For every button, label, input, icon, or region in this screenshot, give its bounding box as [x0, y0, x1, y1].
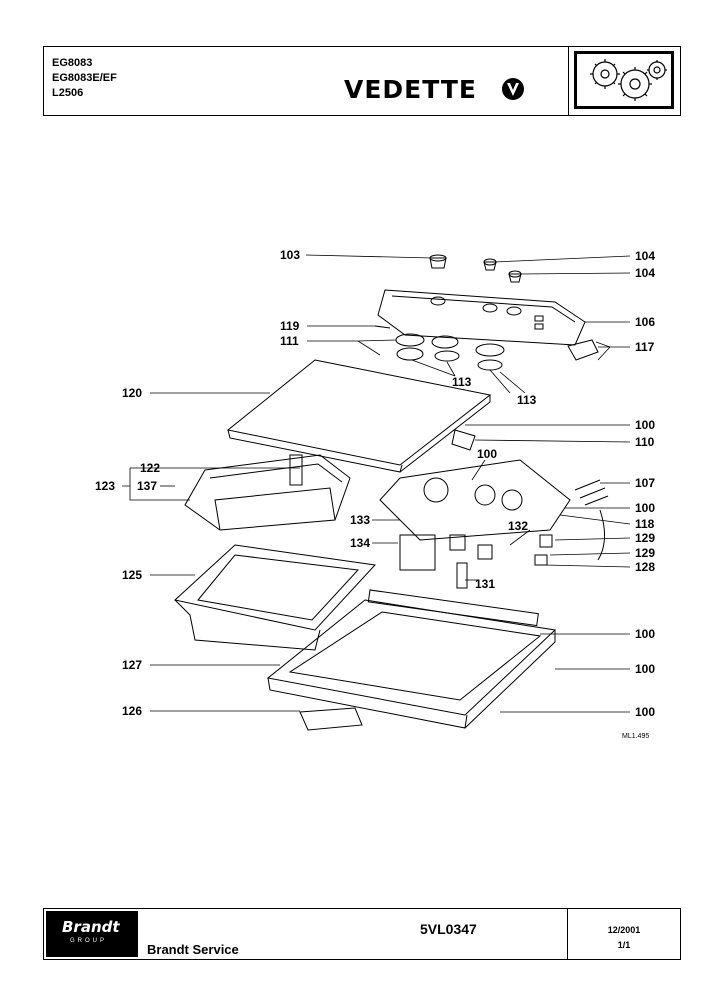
callout-100: 100: [635, 418, 655, 432]
callout-133: 133: [350, 513, 370, 527]
callout-119: 119: [280, 319, 300, 333]
callout-104: 104: [635, 249, 655, 263]
diagram-code: ML1.495: [622, 733, 649, 740]
callout-107: 107: [635, 476, 655, 490]
service-label: Brandt Service: [147, 942, 239, 957]
callout-132: 132: [508, 519, 528, 533]
brandt-logo-subtext: GROUP: [70, 938, 108, 944]
callout-100: 100: [477, 447, 497, 461]
callout-110: 110: [635, 435, 655, 449]
callout-100: 100: [635, 627, 655, 641]
footer-box: Brandt GROUP Brandt Service 5VL0347 12/2…: [43, 908, 681, 960]
callout-117: 117: [635, 340, 655, 354]
vedette-v-logo-icon: [502, 78, 524, 100]
gears-icon: [590, 59, 667, 101]
model-number: L2506: [52, 87, 84, 99]
callout-118: 118: [635, 517, 655, 531]
callout-126: 126: [122, 704, 142, 718]
model-number: EG8083: [52, 57, 93, 69]
callout-128: 128: [635, 560, 655, 574]
callout-104: 104: [635, 266, 655, 280]
callout-125: 125: [122, 568, 142, 582]
gear-illustration-box: [568, 47, 680, 115]
document-date: 12/2001: [607, 925, 641, 935]
callout-103: 103: [280, 248, 300, 262]
callout-113: 113: [452, 375, 472, 389]
callout-137: 137: [137, 479, 157, 493]
date-page-box: 12/2001 1/1: [567, 909, 680, 959]
callout-123: 123: [95, 479, 115, 493]
callout-111: 111: [280, 334, 299, 348]
callout-113: 113: [517, 393, 537, 407]
callout-134: 134: [350, 536, 370, 550]
callout-129: 129: [635, 531, 655, 545]
callout-129: 129: [635, 546, 655, 560]
page-number: 1/1: [617, 940, 631, 950]
brand-name: VEDETTE: [344, 75, 478, 104]
callout-106: 106: [635, 315, 655, 329]
brandt-logo: Brandt GROUP: [46, 911, 138, 957]
callout-122: 122: [140, 461, 160, 475]
model-list: EG8083 EG8083E/EF L2506: [52, 56, 117, 101]
callout-131: 131: [475, 577, 495, 591]
header-box: EG8083 EG8083E/EF L2506 VEDETTE: [43, 46, 681, 116]
callout-100: 100: [635, 662, 655, 676]
brandt-logo-text: Brandt: [62, 918, 120, 936]
callout-127: 127: [122, 658, 142, 672]
callout-100: 100: [635, 705, 655, 719]
callout-120: 120: [122, 386, 142, 400]
model-number: EG8083E/EF: [52, 72, 117, 84]
callout-100: 100: [635, 501, 655, 515]
document-reference: 5VL0347: [420, 921, 477, 937]
